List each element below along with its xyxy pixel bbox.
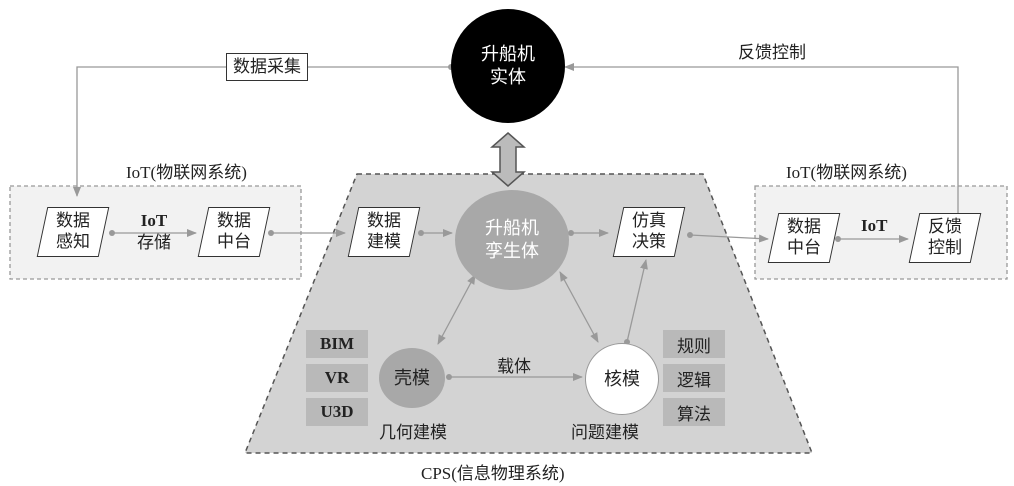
shipelift-entity-node: 升船机 实体 [451,9,565,123]
tag-algorithm: 算法 [663,398,725,426]
tag-u3d: U3D [306,398,368,426]
dcr-line1: 数据 [787,217,821,237]
sim-line2: 决策 [632,232,666,252]
entity-line1: 升船机 [481,44,535,65]
collect-line [73,66,451,197]
data-center-left-node: 数据中台 [197,207,271,257]
cps-title: CPS(信息物理系统) [421,464,565,483]
data-modeling-node: 数据建模 [347,207,421,257]
fc-line1: 反馈 [928,217,962,237]
feedback-line [564,63,959,219]
dm-line2: 建模 [367,232,401,252]
shell-model-label: 壳模 [394,367,430,389]
dcl-line1: 数据 [217,211,251,231]
tag-bim: BIM [306,330,368,358]
data-perception-node: 数据感知 [36,207,110,257]
iot-store-line1: IoT [140,211,168,230]
iot-store-line2: 存储 [137,233,171,253]
tag-logic: 逻辑 [663,364,725,392]
perception-line1: 数据 [56,211,90,231]
iot-right-title: IoT(物联网系统) [786,163,907,182]
perception-line2: 感知 [56,232,90,252]
dcr-line2: 中台 [787,238,821,258]
carrier-label: 载体 [497,357,531,377]
feedback-control-node: 反馈控制 [908,213,982,263]
tag-rules: 规则 [663,330,725,358]
simulation-decision-node: 仿真决策 [612,207,686,257]
tag-vr: VR [306,364,368,392]
sim-line1: 仿真 [632,211,666,231]
dm-line1: 数据 [367,211,401,231]
iot-store-label: IoT 存储 [126,210,182,254]
geometry-modeling-label: 几何建模 [379,423,447,443]
feedback-top-label: 反馈控制 [738,43,806,63]
digital-twin-node: 升船机 孪生体 [455,190,569,290]
twin-line2: 孪生体 [485,241,539,262]
entity-line2: 实体 [490,67,526,88]
data-center-right-node: 数据中台 [767,213,841,263]
twin-line1: 升船机 [485,218,539,239]
core-model-node: 核模 [585,343,659,415]
iot-left-title: IoT(物联网系统) [126,163,247,182]
data-collect-label: 数据采集 [226,53,308,81]
core-model-label: 核模 [604,368,640,390]
problem-modeling-label: 问题建模 [571,423,639,443]
dcl-line2: 中台 [217,232,251,252]
sync-double-arrow [490,132,526,187]
fc-line2: 控制 [928,238,962,258]
shell-model-node: 壳模 [379,348,445,408]
iot-right-label: IoT [861,216,888,235]
